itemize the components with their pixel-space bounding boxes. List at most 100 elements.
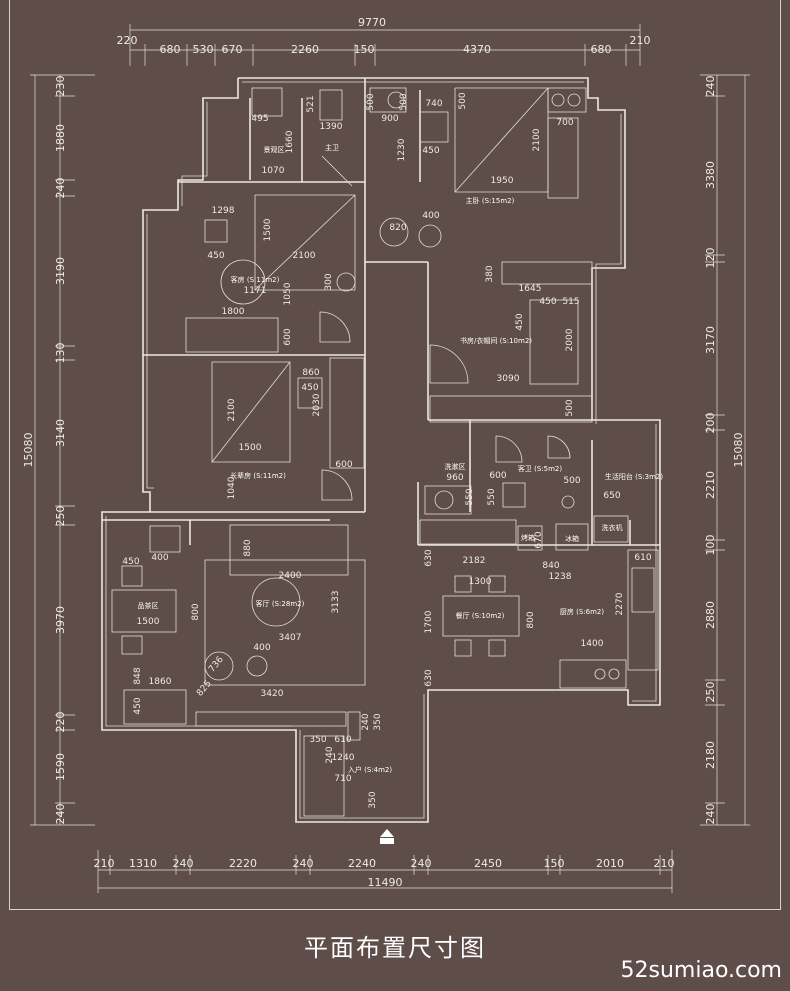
right-seg-7: 100 bbox=[704, 535, 717, 556]
left-dimension-chain: 15080 230 1880 240 3190 130 3140 250 397… bbox=[22, 74, 95, 826]
dim-820: 820 bbox=[389, 223, 406, 233]
top-seg-2: 680 bbox=[160, 43, 181, 56]
inner-dimensions: 495 1660 521 1390 1070 500 900 500 740 5… bbox=[122, 92, 651, 808]
dim-600b: 600 bbox=[335, 460, 352, 470]
dim-521: 521 bbox=[306, 95, 316, 112]
label-washer: 洗衣机 bbox=[602, 523, 623, 532]
right-seg-4: 3170 bbox=[704, 326, 717, 354]
room-tea-zone: 品茶区 bbox=[138, 601, 159, 610]
dim-1300: 1300 bbox=[469, 577, 492, 587]
bottom-seg-3: 240 bbox=[173, 857, 194, 870]
dim-960: 960 bbox=[446, 473, 463, 483]
dim-550: 550 bbox=[465, 488, 475, 505]
dim-1050: 1050 bbox=[283, 282, 293, 305]
top-seg-6: 150 bbox=[354, 43, 375, 56]
room-dining-room: 餐厅 (S:10m2) bbox=[456, 611, 505, 620]
dim-400b: 400 bbox=[151, 553, 168, 563]
top-seg-1: 220 bbox=[117, 34, 138, 47]
dim-500d: 500 bbox=[565, 399, 575, 416]
dim-610: 610 bbox=[634, 553, 651, 563]
dim-1500c: 1500 bbox=[137, 617, 160, 627]
bottom-seg-7: 240 bbox=[411, 857, 432, 870]
dim-3090: 3090 bbox=[497, 374, 520, 384]
dim-1800: 1800 bbox=[222, 307, 245, 317]
room-service-balcony: 生活阳台 (S:3m2) bbox=[605, 472, 663, 481]
left-seg-1: 230 bbox=[54, 76, 67, 97]
dim-1645: 1645 bbox=[519, 284, 542, 294]
bottom-seg-8: 2450 bbox=[474, 857, 502, 870]
left-seg-11: 240 bbox=[54, 804, 67, 825]
right-seg-10: 2180 bbox=[704, 741, 717, 769]
entry-arrow-icon bbox=[380, 829, 394, 844]
right-seg-11: 240 bbox=[704, 804, 717, 825]
dim-495: 495 bbox=[251, 114, 268, 124]
drawing-frame bbox=[9, 0, 781, 910]
room-master-bath: 主卫 bbox=[325, 143, 339, 152]
dim-450b: 450 bbox=[207, 251, 224, 261]
dim-610b: 610 bbox=[334, 735, 351, 745]
left-seg-2: 1880 bbox=[54, 124, 67, 152]
bottom-seg-9: 150 bbox=[544, 857, 565, 870]
dim-1700: 1700 bbox=[424, 610, 434, 633]
dim-1230: 1230 bbox=[397, 138, 407, 161]
room-entry: 入户 (S:4m2) bbox=[348, 765, 392, 774]
dim-1500b: 1500 bbox=[239, 443, 262, 453]
dim-848: 848 bbox=[133, 667, 143, 684]
right-seg-9: 250 bbox=[704, 682, 717, 703]
top-total-dim: 9770 bbox=[358, 16, 386, 29]
dim-240b: 240 bbox=[325, 746, 335, 763]
dim-450g: 450 bbox=[133, 697, 143, 714]
dim-700: 700 bbox=[556, 118, 573, 128]
dim-736: 736 bbox=[207, 655, 226, 675]
dim-500c: 500 bbox=[458, 92, 468, 109]
left-seg-6: 3140 bbox=[54, 419, 67, 447]
dim-825: 825 bbox=[195, 679, 214, 699]
right-seg-5: 200 bbox=[704, 413, 717, 434]
left-seg-4: 3190 bbox=[54, 257, 67, 285]
dim-450f: 450 bbox=[122, 557, 139, 567]
dim-550b: 550 bbox=[487, 488, 497, 505]
bottom-seg-5: 240 bbox=[293, 857, 314, 870]
top-seg-7: 4370 bbox=[463, 43, 491, 56]
dim-450c: 450 bbox=[539, 297, 556, 307]
room-kitchen: 厨房 (S:6m2) bbox=[560, 607, 604, 616]
dim-670: 670 bbox=[534, 531, 544, 548]
room-elder-room: 长辈房 (S:11m2) bbox=[230, 471, 286, 480]
dim-860: 860 bbox=[302, 368, 319, 378]
dim-2400: 2400 bbox=[279, 571, 302, 581]
room-guest-bath: 客卫 (S:5m2) bbox=[518, 464, 562, 473]
bottom-total-dim: 11490 bbox=[368, 876, 403, 889]
dim-600c: 600 bbox=[489, 471, 506, 481]
dim-1500a: 1500 bbox=[263, 218, 273, 241]
dim-880: 880 bbox=[243, 539, 253, 556]
room-guest-room: 客房 (S:11m2) bbox=[231, 275, 280, 284]
dim-450d: 450 bbox=[515, 313, 525, 330]
dim-740: 740 bbox=[425, 99, 442, 109]
left-seg-10: 1590 bbox=[54, 753, 67, 781]
dim-350c: 350 bbox=[368, 791, 378, 808]
dim-500a: 500 bbox=[366, 93, 376, 110]
top-seg-8: 680 bbox=[591, 43, 612, 56]
dim-2100a: 2100 bbox=[532, 128, 542, 151]
dim-380: 380 bbox=[485, 265, 495, 282]
dim-2100c: 2100 bbox=[227, 398, 237, 421]
dim-1171: 1171 bbox=[244, 286, 267, 296]
dim-350: 350 bbox=[373, 713, 383, 730]
left-total-dim: 15080 bbox=[22, 433, 35, 468]
dim-2030: 2030 bbox=[312, 393, 322, 416]
label-oven: 烤箱 bbox=[521, 533, 535, 542]
dim-1240: 1240 bbox=[332, 753, 355, 763]
dim-3407: 3407 bbox=[279, 633, 302, 643]
dim-300: 300 bbox=[324, 273, 334, 290]
dim-630b: 630 bbox=[424, 669, 434, 686]
dim-800b: 800 bbox=[191, 603, 201, 620]
dim-400a: 400 bbox=[422, 211, 439, 221]
dim-1390: 1390 bbox=[320, 122, 343, 132]
site-watermark: 52sumiao.com bbox=[620, 958, 782, 983]
dim-450a: 450 bbox=[422, 146, 439, 156]
top-seg-4: 670 bbox=[222, 43, 243, 56]
bottom-seg-4: 2220 bbox=[229, 857, 257, 870]
bottom-dimension-chain: 210 1310 240 2220 240 2240 240 2450 150 … bbox=[94, 850, 675, 893]
right-total-dim: 15080 bbox=[732, 433, 745, 468]
bottom-seg-6: 2240 bbox=[348, 857, 376, 870]
